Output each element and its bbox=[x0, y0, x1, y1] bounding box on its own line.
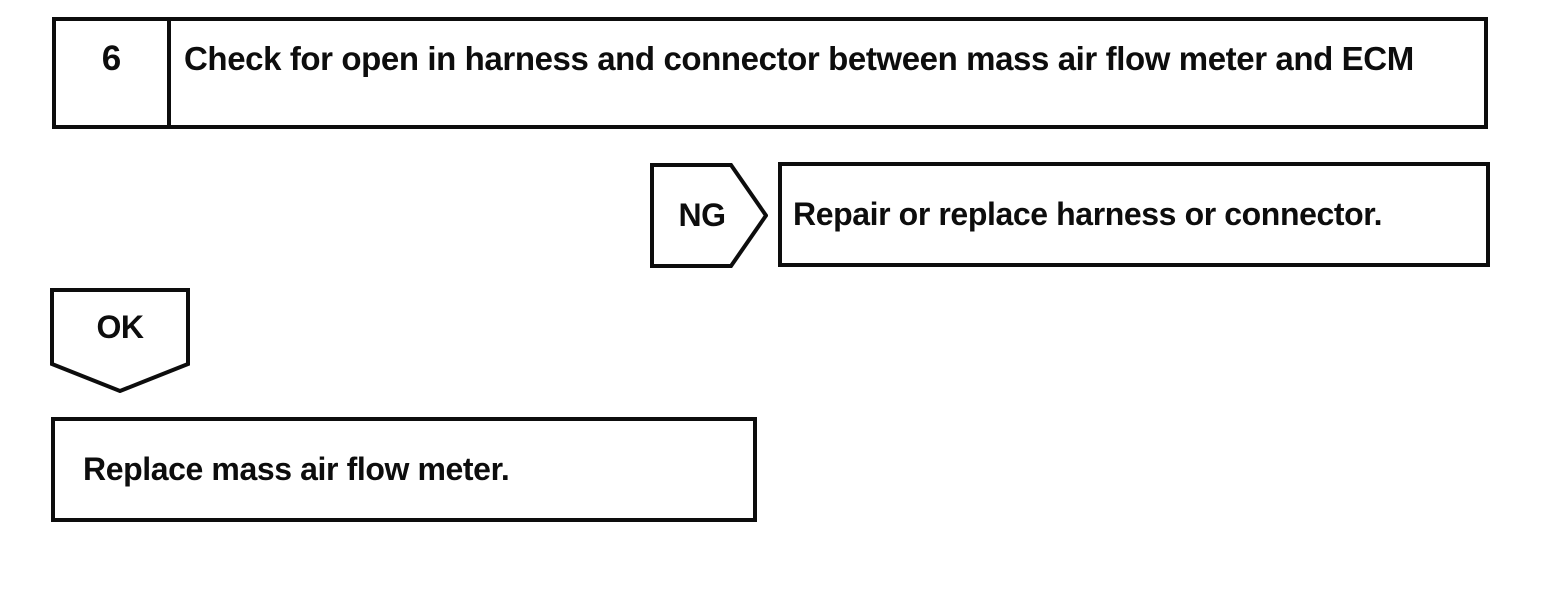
ng-action-box: Repair or replace harness or connector. bbox=[778, 162, 1490, 267]
ng-connector: NG bbox=[650, 163, 768, 268]
ok-action-box: Replace mass air flow meter. bbox=[51, 417, 757, 522]
step-box: 6 Check for open in harness and connecto… bbox=[52, 17, 1488, 129]
pentagon-down-arrow-icon bbox=[50, 288, 190, 393]
step-title: Check for open in harness and connector … bbox=[184, 40, 1414, 77]
ok-action-text: Replace mass air flow meter. bbox=[83, 451, 510, 487]
ng-action-text: Repair or replace harness or connector. bbox=[793, 196, 1383, 232]
ok-connector-label: OK bbox=[96, 308, 145, 345]
step-number: 6 bbox=[56, 21, 171, 125]
ok-connector: OK bbox=[50, 288, 190, 393]
ng-connector-label: NG bbox=[678, 197, 727, 233]
pentagon-right-arrow-icon bbox=[650, 163, 768, 268]
